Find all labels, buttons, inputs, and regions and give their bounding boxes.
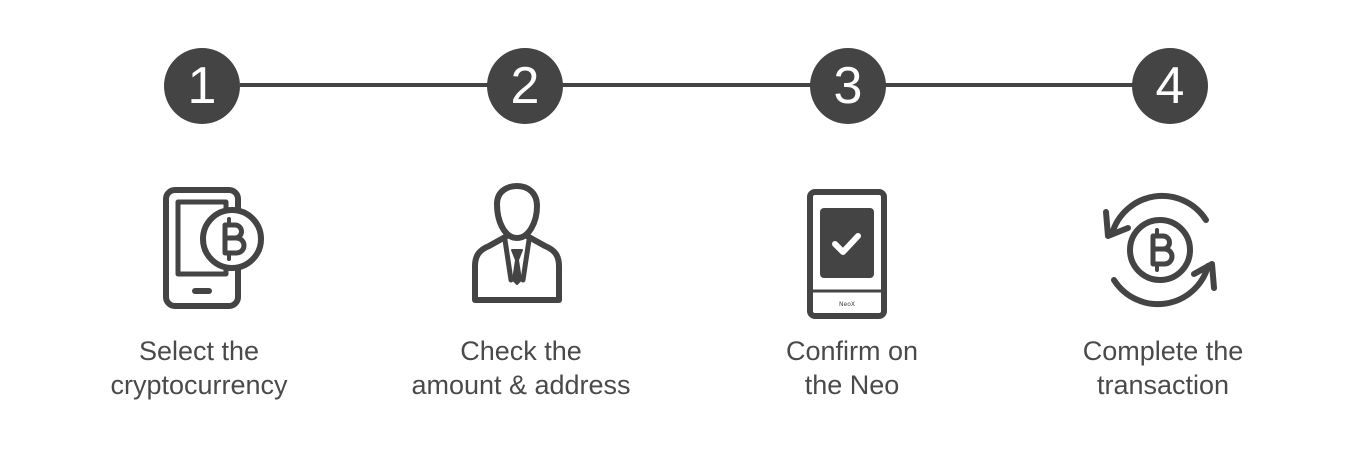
step-1-label-line1: Select the xyxy=(138,336,260,366)
step-3-label-line2: the Neo xyxy=(804,370,900,400)
connector-1-2 xyxy=(240,83,490,87)
connector-3-4 xyxy=(884,83,1134,87)
step-2-label-line2: amount & address xyxy=(411,370,631,400)
step-1-label-line2: cryptocurrency xyxy=(110,370,288,400)
device-check-icon: NeoX xyxy=(776,180,916,320)
step-1-number: 1 xyxy=(187,57,217,115)
step-4-number: 4 xyxy=(1155,57,1185,115)
device-brand-text: NeoX xyxy=(839,301,855,308)
bitcoin-exchange-icon xyxy=(1090,180,1230,320)
step-2-label-line1: Check the xyxy=(460,336,582,366)
step-3-label-line1: Confirm on xyxy=(785,336,919,366)
step-2-label: Check the amount & address xyxy=(371,334,671,402)
step-4-label: Complete the transaction xyxy=(1013,334,1313,402)
phone-bitcoin-icon xyxy=(143,180,283,320)
step-3-label: Confirm on the Neo xyxy=(702,334,1002,402)
step-4-badge: 4 xyxy=(1132,48,1208,124)
person-icon xyxy=(447,180,587,320)
step-1-badge: 1 xyxy=(164,48,240,124)
step-1-label: Select the cryptocurrency xyxy=(49,334,349,402)
connector-2-3 xyxy=(562,83,812,87)
step-3-number: 3 xyxy=(833,57,863,115)
step-4-label-line1: Complete the xyxy=(1082,336,1244,366)
step-4-label-line2: transaction xyxy=(1096,370,1230,400)
step-2-number: 2 xyxy=(510,57,540,115)
step-3-badge: 3 xyxy=(810,48,886,124)
step-2-badge: 2 xyxy=(487,48,563,124)
